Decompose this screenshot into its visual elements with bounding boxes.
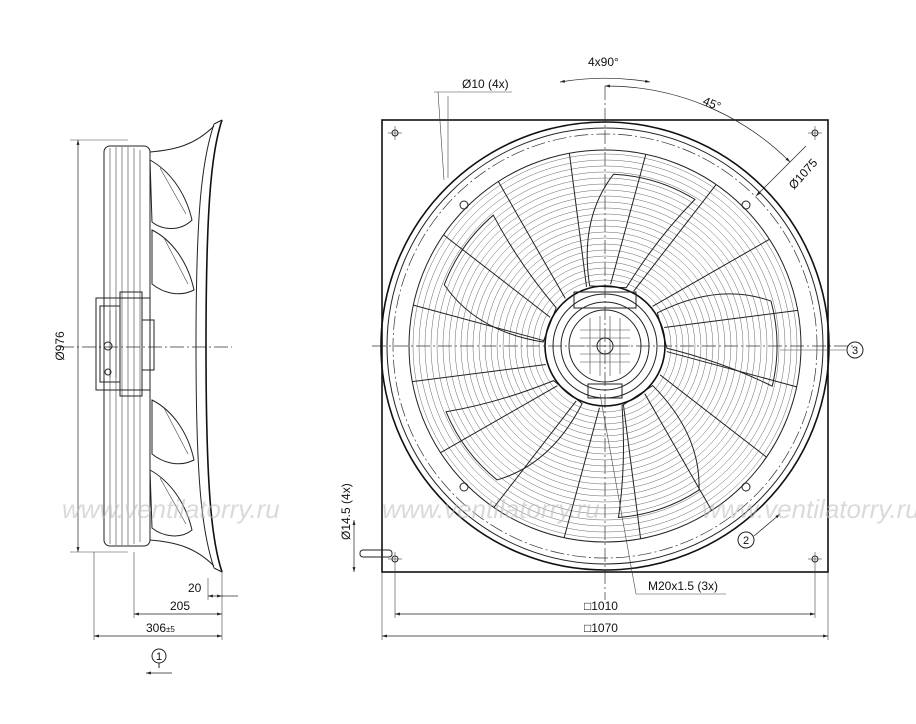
grille-spoke xyxy=(633,184,717,292)
grille-ring xyxy=(520,261,690,431)
grille-ring xyxy=(496,237,714,455)
grille-ring xyxy=(460,201,750,491)
thread-label: M20x1.5 (3x) xyxy=(648,579,718,593)
watermark: www.ventilatorry.ru www.ventilatorry.ru … xyxy=(62,494,916,524)
grille-ring xyxy=(472,213,738,479)
grille-spoke xyxy=(644,393,713,511)
grille-spoke xyxy=(622,405,642,539)
guard-grille xyxy=(412,153,798,539)
front-view: 4x90° 45° Ø1075 Ø10 (4x) Ø14.5 (4x) M20x… xyxy=(339,55,864,640)
impeller-blade xyxy=(656,293,778,387)
grille-spoke xyxy=(659,374,767,458)
grille-ring xyxy=(430,171,780,521)
grille-ring xyxy=(466,207,744,485)
grille-ring xyxy=(502,243,708,449)
grille-ring xyxy=(508,249,702,443)
grille-spoke xyxy=(497,181,566,299)
impeller-blades xyxy=(443,173,778,519)
hole-dia-label: Ø10 (4x) xyxy=(462,77,509,91)
dim-306-tolerance: ±5 xyxy=(166,625,175,634)
callout-3 xyxy=(846,341,864,359)
watermark-text-2: www.ventilatorry.ru xyxy=(382,494,600,524)
motor-hub-front xyxy=(544,285,666,407)
grille-ring xyxy=(436,177,774,515)
square-1070-label: □1070 xyxy=(584,621,618,635)
grille-ring xyxy=(448,189,762,503)
grille-spoke xyxy=(666,351,797,388)
grille-spoke xyxy=(610,154,647,285)
grille-ring xyxy=(442,183,768,509)
impeller-blade xyxy=(586,173,696,289)
callout-2 xyxy=(737,531,755,549)
grille-ring xyxy=(484,225,726,467)
corner-holes xyxy=(388,126,822,566)
grille-spoke xyxy=(493,400,577,508)
angle-45-label: 45° xyxy=(701,94,723,114)
grille-ring xyxy=(454,195,756,497)
square-1010-label: □1010 xyxy=(584,599,618,613)
grille-ring xyxy=(424,165,786,527)
slot-label: Ø14.5 (4x) xyxy=(339,483,353,540)
grille-spoke xyxy=(568,153,588,287)
guard-bolts xyxy=(459,200,751,492)
dim-306-label: 306 xyxy=(146,621,166,635)
angle-4x90-label: 4x90° xyxy=(588,55,619,69)
callout-3-label: 3 xyxy=(852,345,858,357)
callout-1-label: 1 xyxy=(156,651,162,663)
grille-spoke xyxy=(412,363,546,383)
motor-hub xyxy=(95,297,151,391)
grille-ring xyxy=(490,231,720,461)
callout-2-label: 2 xyxy=(743,535,749,547)
grille-ring xyxy=(532,273,678,419)
impeller-blade xyxy=(617,384,700,519)
grille-spoke xyxy=(664,309,798,329)
grille-spoke xyxy=(563,407,600,538)
grille-spoke xyxy=(443,234,551,318)
grille-spoke xyxy=(652,238,770,307)
grille-ring xyxy=(526,267,684,425)
grille-ring xyxy=(538,279,672,413)
impeller-blade xyxy=(445,380,583,481)
watermark-text-3: www.ventilatorry.ru xyxy=(702,494,916,524)
blade-profile xyxy=(149,159,193,229)
shroud-outer xyxy=(205,119,223,573)
guard-stack xyxy=(103,145,151,547)
impeller-blade xyxy=(443,214,557,343)
grille-ring xyxy=(478,219,732,473)
dim-976-label: Ø976 xyxy=(53,331,67,361)
watermark-text-1: www.ventilatorry.ru xyxy=(62,494,280,524)
dim-205-label: 205 xyxy=(170,599,190,613)
grille-spoke xyxy=(413,304,544,341)
side-view: Ø976 xyxy=(53,119,238,675)
dim-20-label: 20 xyxy=(188,581,202,595)
grille-ring xyxy=(514,255,696,437)
grille-spoke xyxy=(440,385,558,454)
